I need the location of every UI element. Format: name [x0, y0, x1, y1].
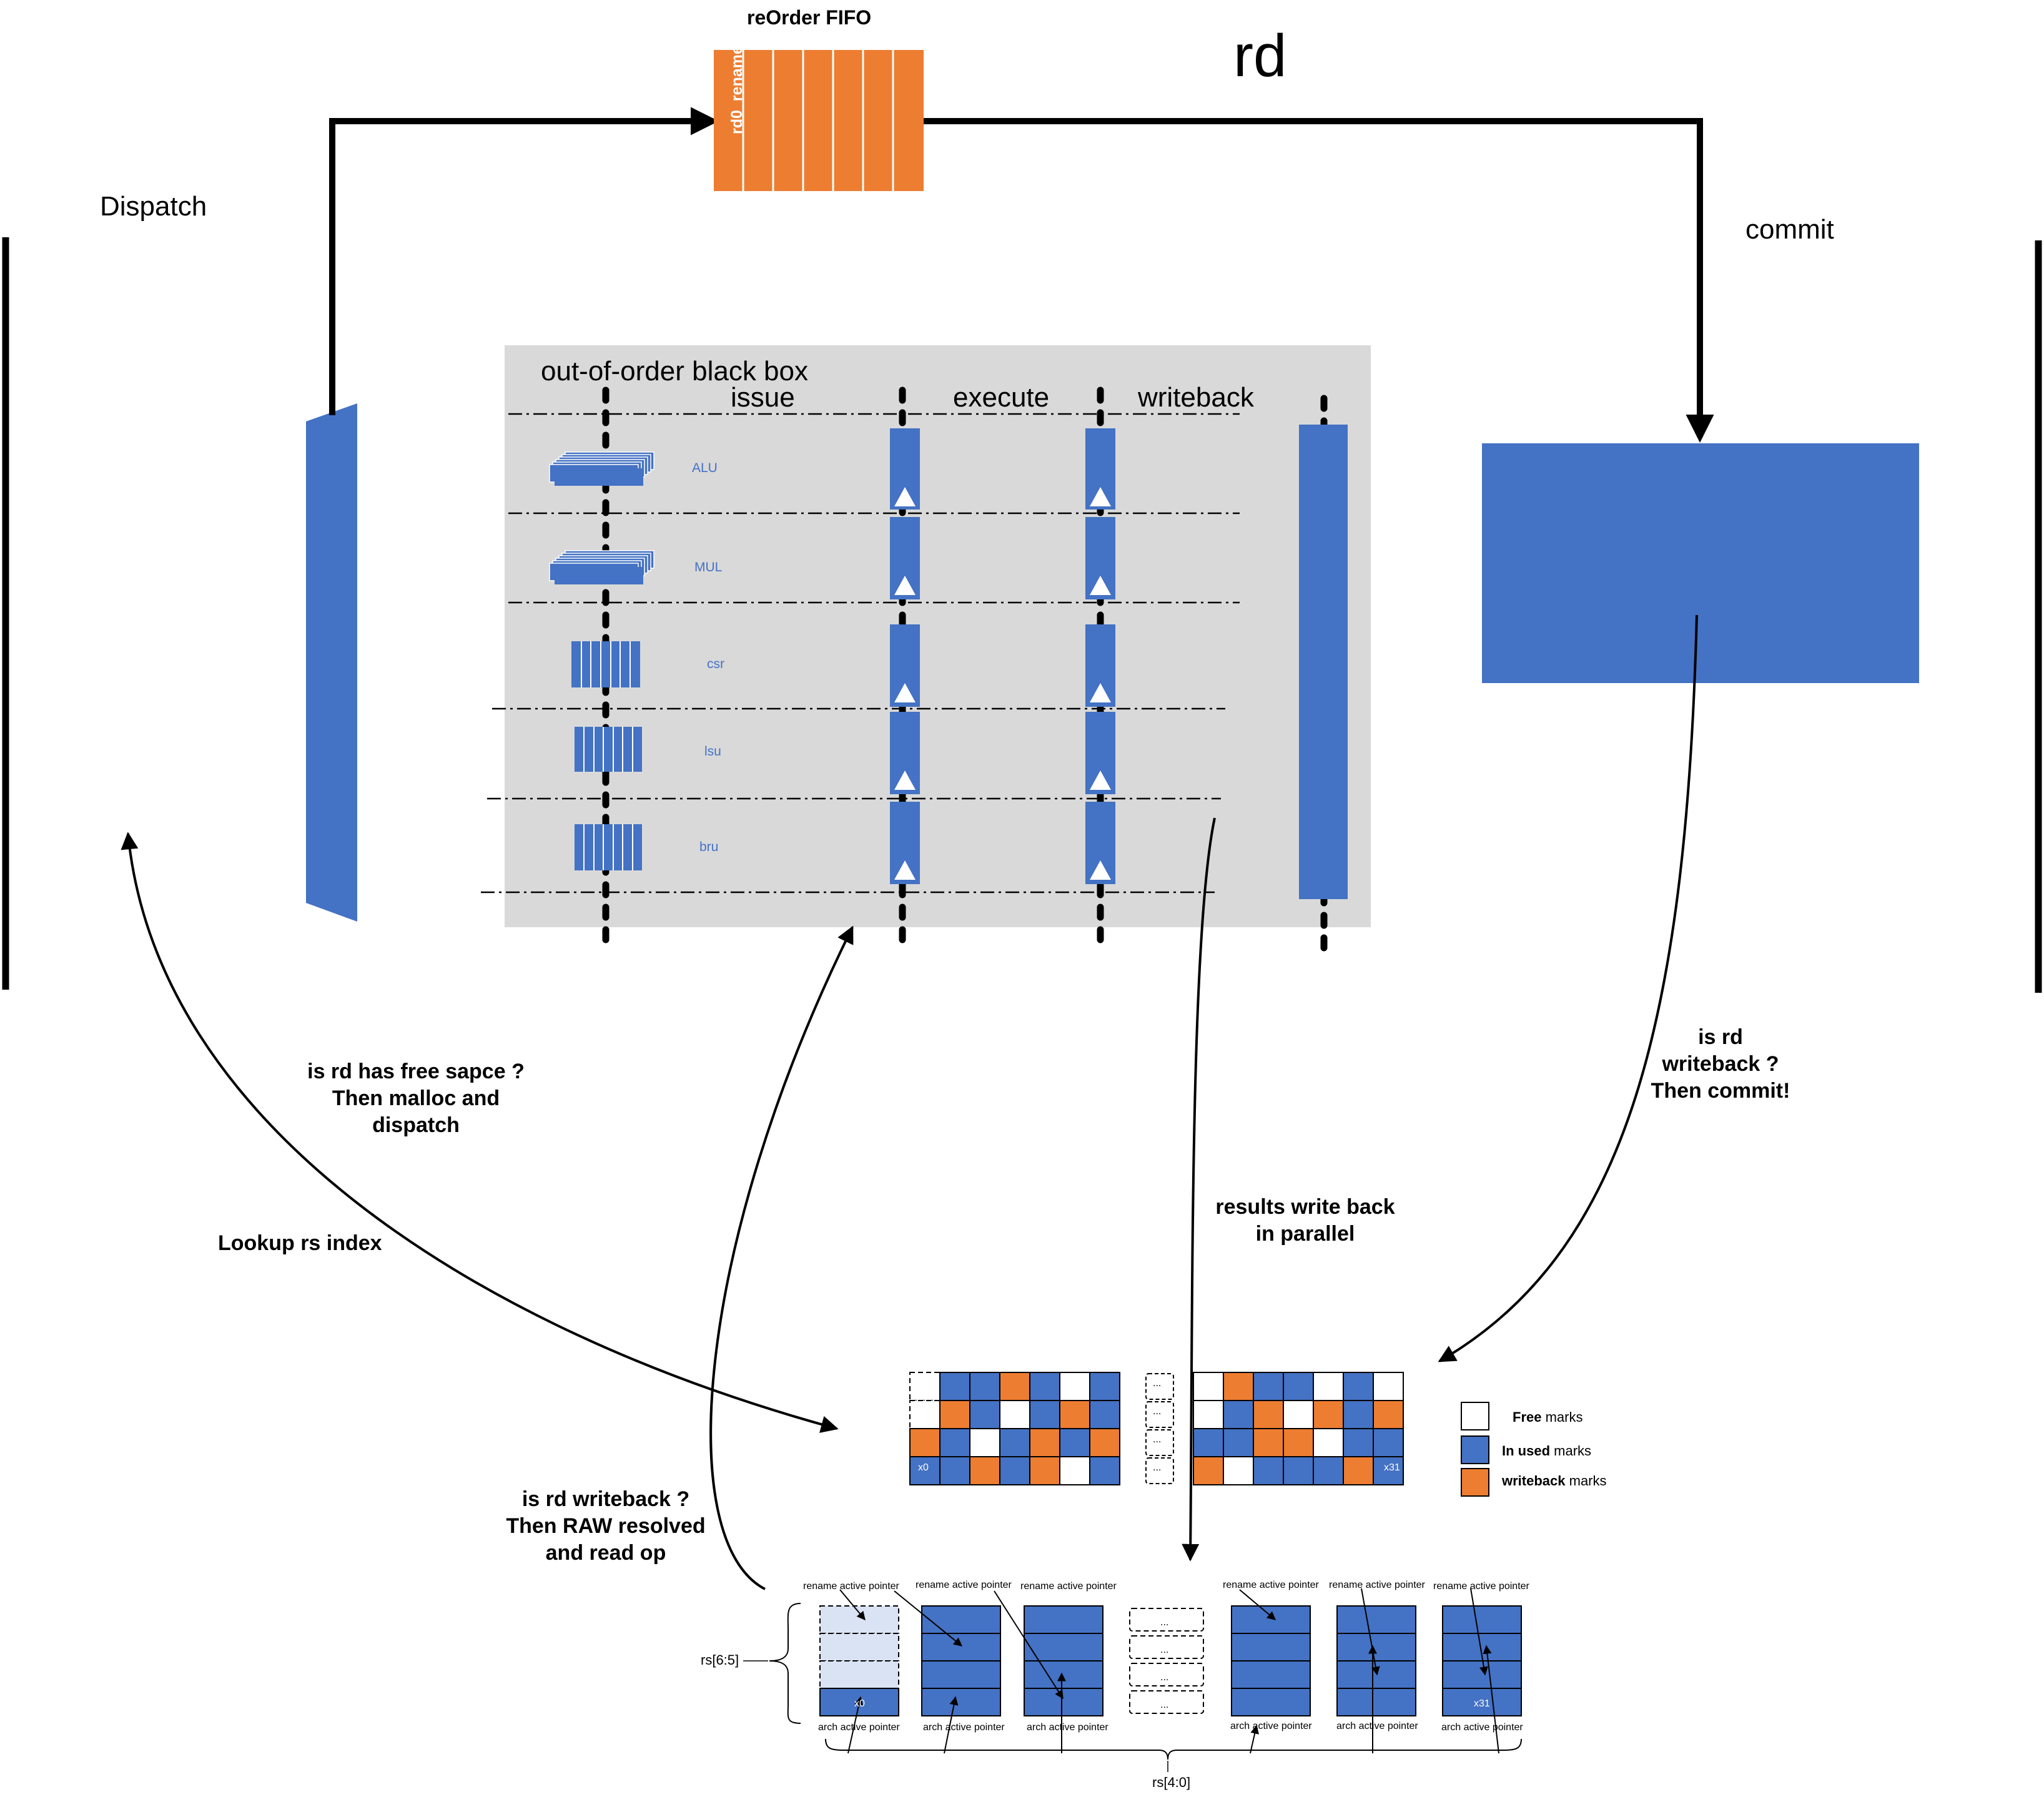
raw-read-arrow [709, 925, 854, 1590]
commit-to-marks-arrow [1438, 614, 1698, 1362]
arch-pointer-label-2: arch active pointer [923, 1722, 1005, 1733]
mark-ellipsis-2: ... [1153, 1406, 1162, 1417]
commit-block [1482, 443, 1919, 683]
mark-ellipsis-4: ... [1153, 1462, 1162, 1473]
arch-pointer-label-6: arch active pointer [1441, 1722, 1523, 1733]
rs-lo-brace [825, 1738, 1522, 1760]
regfile-ellipsis-4: ... [1160, 1700, 1169, 1710]
lookup-rs-arrow [121, 832, 839, 1433]
rd-label: rd [1233, 22, 1287, 89]
execute-column-label: execute [953, 382, 1050, 413]
mark-ellipsis-1: ... [1153, 1378, 1162, 1389]
rob-title: reOrder FIFO [747, 6, 872, 29]
legend-free: Free marks [1513, 1409, 1583, 1425]
rename-pointer-label-4: rename active pointer [1223, 1580, 1319, 1590]
arch-pointer-label-1: arch active pointer [818, 1722, 900, 1733]
results-writeback-note: results write back in parallel [1215, 1195, 1395, 1246]
mark-ellipsis-3: ... [1153, 1434, 1162, 1445]
mark-table [909, 1372, 1404, 1485]
mark-first-reg-label: x0 [918, 1462, 929, 1473]
register-file [819, 1588, 1522, 1754]
regfile-ellipsis-1: ... [1160, 1617, 1169, 1628]
rs-lo-label: rs[4:0] [1152, 1775, 1191, 1790]
lsu-issue-queue [575, 727, 642, 772]
ooo-black-box [505, 345, 1371, 927]
regfile-last-reg-label: x31 [1474, 1698, 1490, 1709]
rs-hi-brace [769, 1603, 801, 1724]
mark-last-reg-label: x31 [1384, 1462, 1400, 1473]
rob-to-commit-arrow [923, 118, 1714, 443]
dispatch-label: Dispatch [100, 191, 207, 222]
rename-pointer-label-2: rename active pointer [916, 1580, 1012, 1590]
raw-check-note: is rd writeback ? Then RAW resolved and … [506, 1487, 706, 1565]
legend-writeback: writeback marks [1502, 1473, 1607, 1489]
regfile-ellipsis-3: ... [1160, 1672, 1169, 1683]
results-writeback-arrow [1182, 817, 1216, 1562]
free-space-note: is rd has free sapce ? Then malloc and d… [307, 1060, 525, 1137]
reorder-fifo [714, 50, 924, 191]
commit-check-note: is rd writeback ? Then commit! [1651, 1025, 1790, 1103]
rename-pointer-label-1: rename active pointer [803, 1581, 899, 1592]
unit-label-alu: ALU [692, 461, 718, 475]
arch-pointer-label-4: arch active pointer [1230, 1721, 1312, 1731]
rename-pointer-label-3: rename active pointer [1020, 1581, 1117, 1592]
issue-column-label: issue [731, 382, 795, 413]
dispatch-block [306, 403, 357, 922]
unit-label-bru: bru [699, 840, 719, 854]
rob-first-slot-label: rd0_rename [728, 46, 746, 134]
regfile-ellipsis-2: ... [1160, 1645, 1169, 1655]
bru-issue-queue [575, 824, 642, 870]
mul-issue-queue [549, 550, 654, 584]
unit-label-csr: csr [707, 657, 724, 671]
clock-edge-triangles [894, 487, 1111, 880]
arch-pointer-label-3: arch active pointer [1027, 1722, 1108, 1733]
rename-pointer-label-5: rename active pointer [1329, 1580, 1425, 1590]
arch-pointer-label-5: arch active pointer [1336, 1721, 1418, 1731]
csr-issue-queue [571, 641, 640, 687]
legend-in-used: In used marks [1502, 1443, 1592, 1459]
rs-hi-label: rs[6:5] [701, 1652, 739, 1668]
regfile-first-reg-label: x0 [854, 1698, 865, 1709]
writeback-column-label: writeback [1138, 382, 1254, 413]
unit-label-mul: MUL [694, 560, 723, 574]
writeback-bus [1299, 425, 1348, 899]
black-box-title: out-of-order black box [541, 356, 808, 386]
unit-label-lsu: lsu [704, 744, 721, 759]
commit-label: commit [1745, 214, 1834, 245]
dispatch-to-rob-arrow [329, 107, 719, 415]
mark-legend [1461, 1402, 1489, 1497]
alu-issue-queue [549, 451, 654, 486]
rename-pointer-label-6: rename active pointer [1433, 1581, 1529, 1592]
lookup-rs-note: Lookup rs index [218, 1231, 382, 1255]
